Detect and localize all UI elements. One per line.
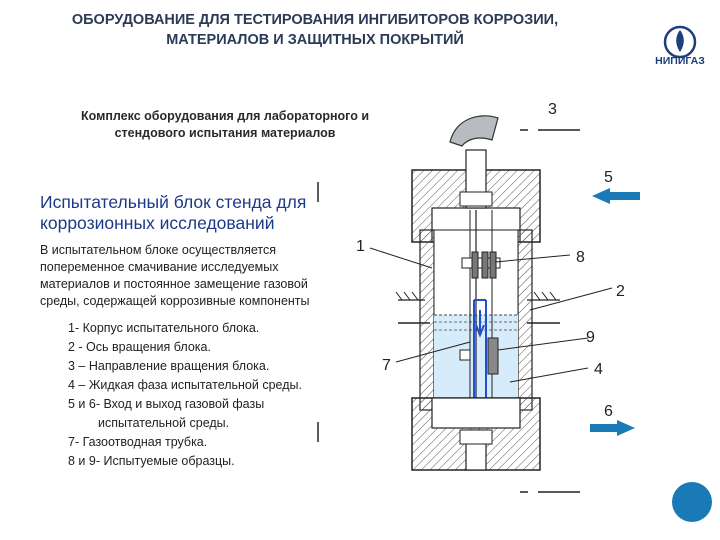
logo-caption: НИПИГАЗ: [655, 55, 705, 67]
callout-9: 9: [586, 329, 595, 346]
legend-item-5-cont: испытательной среды.: [98, 416, 230, 430]
callout-7: 7: [382, 357, 391, 374]
support-left: [395, 291, 430, 324]
title-line-1: ОБОРУДОВАНИЕ ДЛЯ ТЕСТИРОВАНИЯ ИНГИБИТОРО…: [71, 12, 559, 28]
page-title: ОБОРУДОВАНИЕ ДЛЯ ТЕСТИРОВАНИЯ ИНГИБИТОРО…: [20, 10, 610, 50]
subtitle-line-2: стендового испытания материалов: [114, 126, 336, 140]
legend-list: 1- Корпус испытательного блока. 2 - Ось …: [68, 320, 348, 472]
rotation-arc-icon: [449, 115, 499, 147]
legend-item-4: 4 – Жидкая фаза испытательной среды.: [68, 378, 302, 392]
legend-item-5: 5 и 6- Вход и выход газовой фазы: [68, 397, 265, 411]
flame-emblem-icon: [663, 25, 697, 59]
block-heading-line-2: коррозионных исследований: [40, 213, 275, 233]
title-line-2: МАТЕРИАЛОВ И ЗАЩИТНЫХ ПОКРЫТИЙ: [166, 32, 464, 48]
callout-2: 2: [616, 283, 625, 300]
samples-lower: [459, 337, 499, 375]
subtitle: Комплекс оборудования для лабораторного …: [40, 108, 410, 142]
callout-6: 6: [604, 403, 613, 420]
callout-4: 4: [594, 361, 603, 378]
block-description: В испытательном блоке осуществляется поп…: [40, 242, 360, 310]
desc-line-2: попеременное смачивание исследуемых: [40, 260, 279, 274]
legend-item-8: 8 и 9- Испытуемые образцы.: [68, 454, 235, 468]
desc-line-1: В испытательном блоке осуществляется: [40, 243, 277, 257]
samples-upper: [461, 251, 501, 279]
block-heading: Испытательный блок стенда для коррозионн…: [40, 192, 330, 234]
support-right: [527, 291, 560, 324]
bottom-cap: [411, 397, 541, 471]
arrow-left-icon: [592, 188, 640, 204]
corner-decoration-circle: [672, 482, 712, 522]
legend-item-3: 3 – Направление вращения блока.: [68, 359, 270, 373]
callout-3: 3: [548, 101, 557, 118]
legend-item-7: 7- Газоотводная трубка.: [68, 435, 208, 449]
desc-line-3: материалов и постоянное замещение газово…: [40, 277, 308, 291]
subtitle-line-1: Комплекс оборудования для лабораторного …: [80, 109, 369, 123]
legend-item-1: 1- Корпус испытательного блока.: [68, 321, 260, 335]
callout-1: 1: [356, 238, 365, 255]
block-heading-line-1: Испытательный блок стенда для: [40, 192, 307, 212]
desc-line-4: среды, содержащей коррозивные компоненты: [40, 294, 310, 308]
callout-8: 8: [576, 249, 585, 266]
callout-5: 5: [604, 169, 613, 186]
legend-item-2: 2 - Ось вращения блока.: [68, 340, 211, 354]
arrow-right-icon: [590, 420, 635, 436]
